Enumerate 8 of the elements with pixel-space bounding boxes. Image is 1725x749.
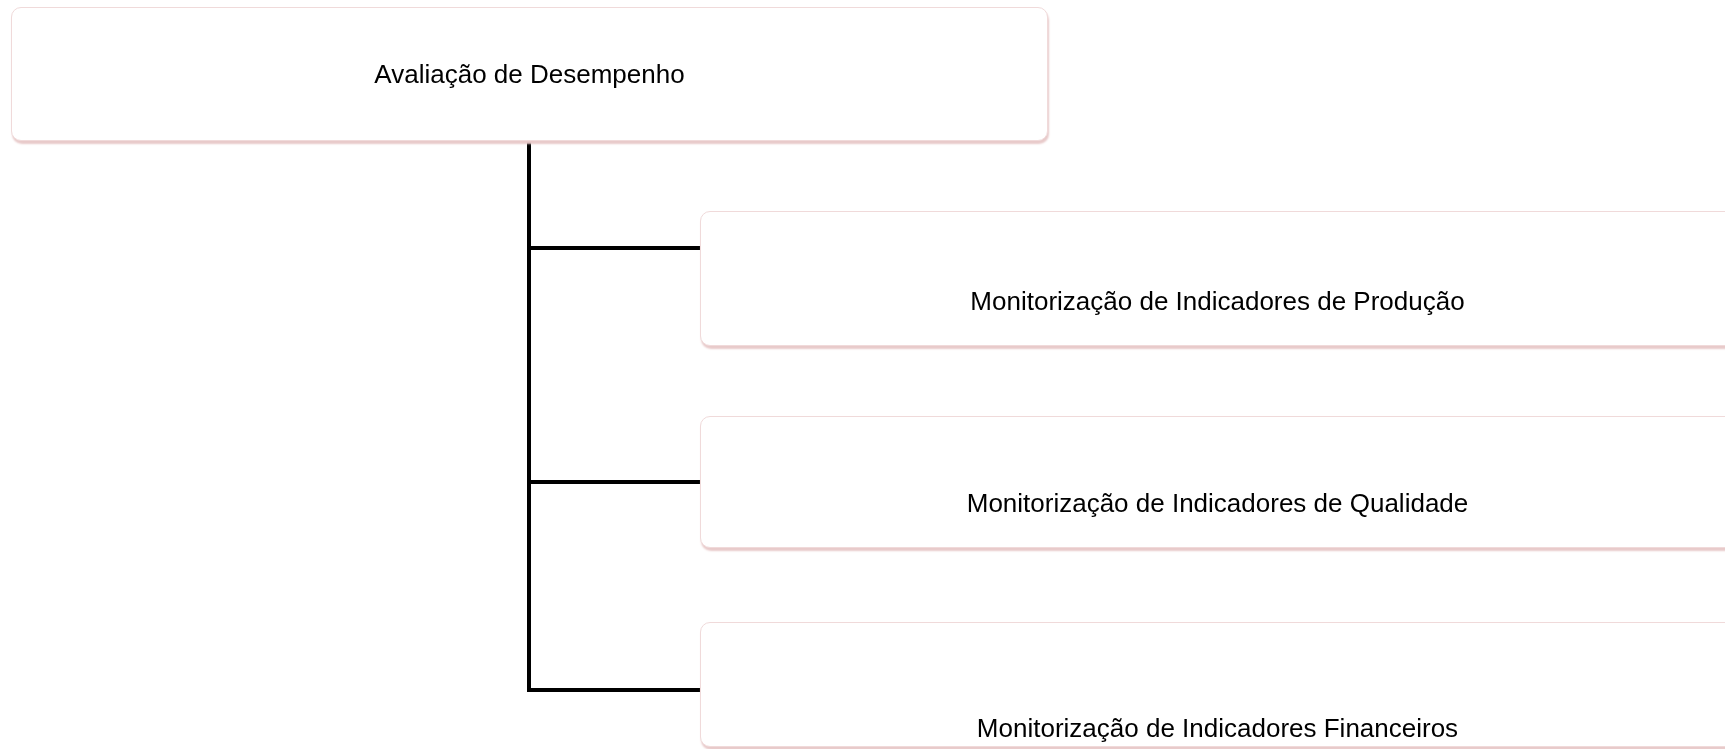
process-box (700, 622, 1725, 747)
box-label: Monitorização de Indicadores de Produção (970, 286, 1465, 317)
box-label: Monitorização de Indicadores de Qualidade (966, 488, 1469, 519)
box-label: Avaliação de Desempenho (374, 58, 685, 90)
process-box (700, 211, 1725, 346)
process-box (700, 416, 1725, 548)
box-label: Monitorização de Indicadores Financeiros (976, 713, 1459, 744)
process-box (11, 7, 1048, 141)
